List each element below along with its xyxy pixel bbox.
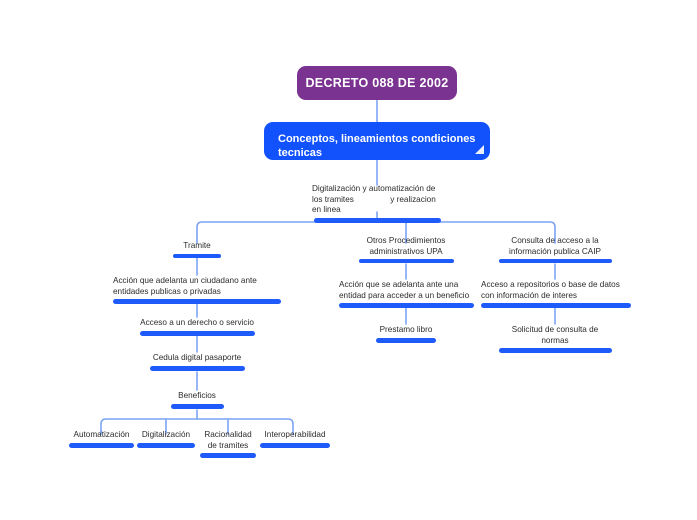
node-accion-ciudadano[interactable]: Acción que adelanta un ciudadano ante en… <box>113 276 281 304</box>
node-solicitud-normas-bar <box>498 348 612 353</box>
concepts-node[interactable]: Conceptos, lineamientos condiciones tecn… <box>264 122 490 160</box>
node-otros-procedimientos-label: Otros Procedimientos administrativos UPA <box>366 236 448 256</box>
node-prestamo-libro-bar <box>376 337 436 343</box>
node-racionalidad-bar <box>200 453 256 458</box>
resize-grip-icon[interactable] <box>475 145 484 154</box>
node-accion-entidad[interactable]: Acción que se adelanta ante una entidad … <box>339 280 474 308</box>
node-acceso-repositorios-bar <box>481 303 631 308</box>
node-beneficios-label: Beneficios <box>178 391 216 400</box>
root-node-label: DECRETO 088 DE 2002 <box>305 76 449 90</box>
node-cedula-digital[interactable]: Cedula digital pasaporte <box>148 353 246 371</box>
node-acceso-derecho-label: Acceso a un derecho o servicio <box>140 318 254 327</box>
node-acceso-derecho-bar <box>139 330 255 336</box>
node-digitalizacion-leaf-label: Digitalización <box>141 430 191 439</box>
node-digitalizacion-leaf-bar <box>137 442 195 448</box>
node-racionalidad[interactable]: Racionalidad de tramites <box>199 430 257 458</box>
node-consulta-caip-label: Consulta de acceso a la información publ… <box>509 236 601 256</box>
node-solicitud-normas-label: Solicitud de consulta de normas <box>511 325 601 345</box>
root-node[interactable]: DECRETO 088 DE 2002 <box>297 66 457 100</box>
node-cedula-digital-bar <box>149 365 245 371</box>
node-cedula-digital-label: Cedula digital pasaporte <box>152 353 242 362</box>
node-consulta-caip-bar <box>498 259 612 263</box>
node-prestamo-libro-label: Prestamo libro <box>379 325 433 334</box>
node-racionalidad-label: Racionalidad de tramites <box>204 430 254 450</box>
node-consulta-caip[interactable]: Consulta de acceso a la información publ… <box>497 236 613 263</box>
node-interoperabilidad-label: Interoperabilidad <box>264 430 326 439</box>
node-tramite-label: Tramite <box>183 241 211 250</box>
node-tramite-bar <box>173 253 221 258</box>
node-interoperabilidad[interactable]: Interoperabilidad <box>259 430 331 448</box>
node-automatizacion-bar <box>69 442 134 448</box>
node-accion-entidad-bar <box>339 303 474 308</box>
node-acceso-derecho[interactable]: Acceso a un derecho o servicio <box>138 318 256 336</box>
node-acceso-repositorios[interactable]: Acceso a repositorios o base de datos co… <box>481 280 631 308</box>
node-automatizacion[interactable]: Automatización <box>68 430 135 448</box>
node-beneficios[interactable]: Beneficios <box>167 391 227 409</box>
node-digitalizacion-label: Digitalización y automatización de los t… <box>312 184 439 214</box>
node-automatizacion-label: Automatización <box>73 430 130 439</box>
node-acceso-repositorios-label: Acceso a repositorios o base de datos co… <box>481 280 623 300</box>
node-otros-procedimientos-bar <box>358 259 454 263</box>
node-interoperabilidad-bar <box>260 442 330 448</box>
node-accion-entidad-label: Acción que se adelanta ante una entidad … <box>339 280 470 300</box>
node-beneficios-bar <box>170 403 224 409</box>
node-digitalizacion-leaf[interactable]: Digitalización <box>136 430 196 448</box>
node-accion-ciudadano-bar <box>113 299 281 304</box>
node-digitalizacion[interactable]: Digitalización y automatización de los t… <box>312 184 442 223</box>
node-tramite[interactable]: Tramite <box>159 241 235 258</box>
node-digitalizacion-bar <box>313 217 441 223</box>
node-accion-ciudadano-label: Acción que adelanta un ciudadano ante en… <box>113 276 260 296</box>
node-solicitud-normas[interactable]: Solicitud de consulta de normas <box>497 325 613 353</box>
concepts-node-label: Conceptos, lineamientos condiciones tecn… <box>278 133 476 159</box>
node-prestamo-libro[interactable]: Prestamo libro <box>372 325 440 343</box>
node-otros-procedimientos[interactable]: Otros Procedimientos administrativos UPA <box>353 236 459 263</box>
